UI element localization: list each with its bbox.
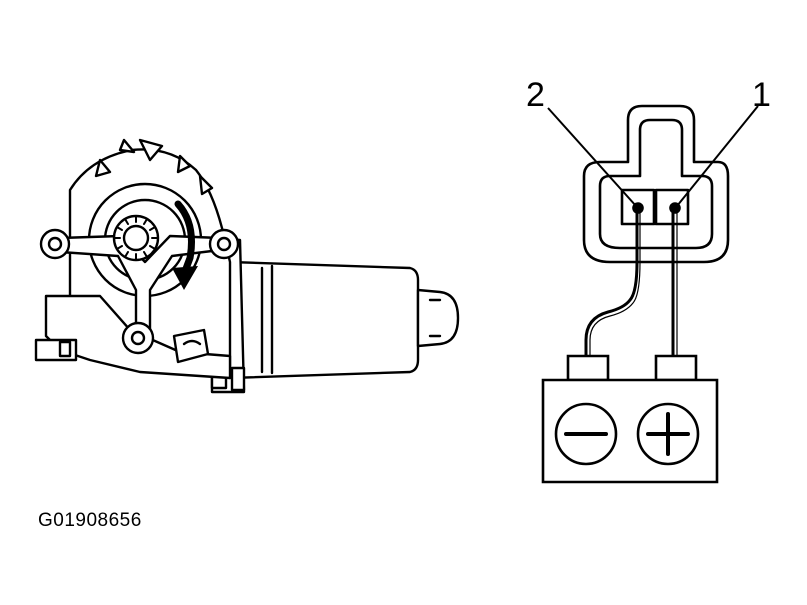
connector-body: [584, 106, 728, 262]
housing-teeth: [96, 140, 212, 194]
mount-boss-left-hole: [49, 238, 61, 250]
harness-connector: [584, 106, 728, 262]
mounting-arm: [60, 236, 220, 330]
connector-inner-outline: [600, 120, 712, 248]
battery: [543, 356, 717, 482]
gearbox-connector-latch: [184, 341, 200, 344]
side-bracket-slot: [60, 342, 70, 356]
motor-housing-ridge: [262, 266, 272, 373]
pin-label-1: 1: [752, 76, 771, 114]
pin-leaders: [548, 106, 758, 206]
leader-pin-2: [548, 108, 636, 206]
mount-boss-right-hole: [218, 238, 230, 250]
flange-tab-2: [232, 368, 244, 390]
plus-icon: [648, 414, 688, 454]
gearbox-connector: [174, 330, 208, 362]
motor-shaft-highlight: [430, 300, 440, 336]
mount-boss-bottom-hole: [132, 332, 144, 344]
pin-label-2: 2: [526, 76, 545, 114]
battery-terminal-positive: [656, 356, 696, 380]
rotation-arrow-icon: [172, 204, 198, 290]
figure-code: G01908656: [38, 510, 142, 531]
motor-shaft-cap: [418, 290, 458, 346]
jumper-wire-negative: [586, 210, 637, 356]
output-gear-icon: [114, 216, 158, 260]
motor-housing: [230, 262, 418, 378]
jumper-wires: [586, 210, 677, 356]
battery-terminal-negative: [568, 356, 608, 380]
jumper-wire-negative-inner: [590, 210, 640, 356]
leader-pin-1: [677, 106, 758, 206]
window-motor: [36, 140, 458, 392]
